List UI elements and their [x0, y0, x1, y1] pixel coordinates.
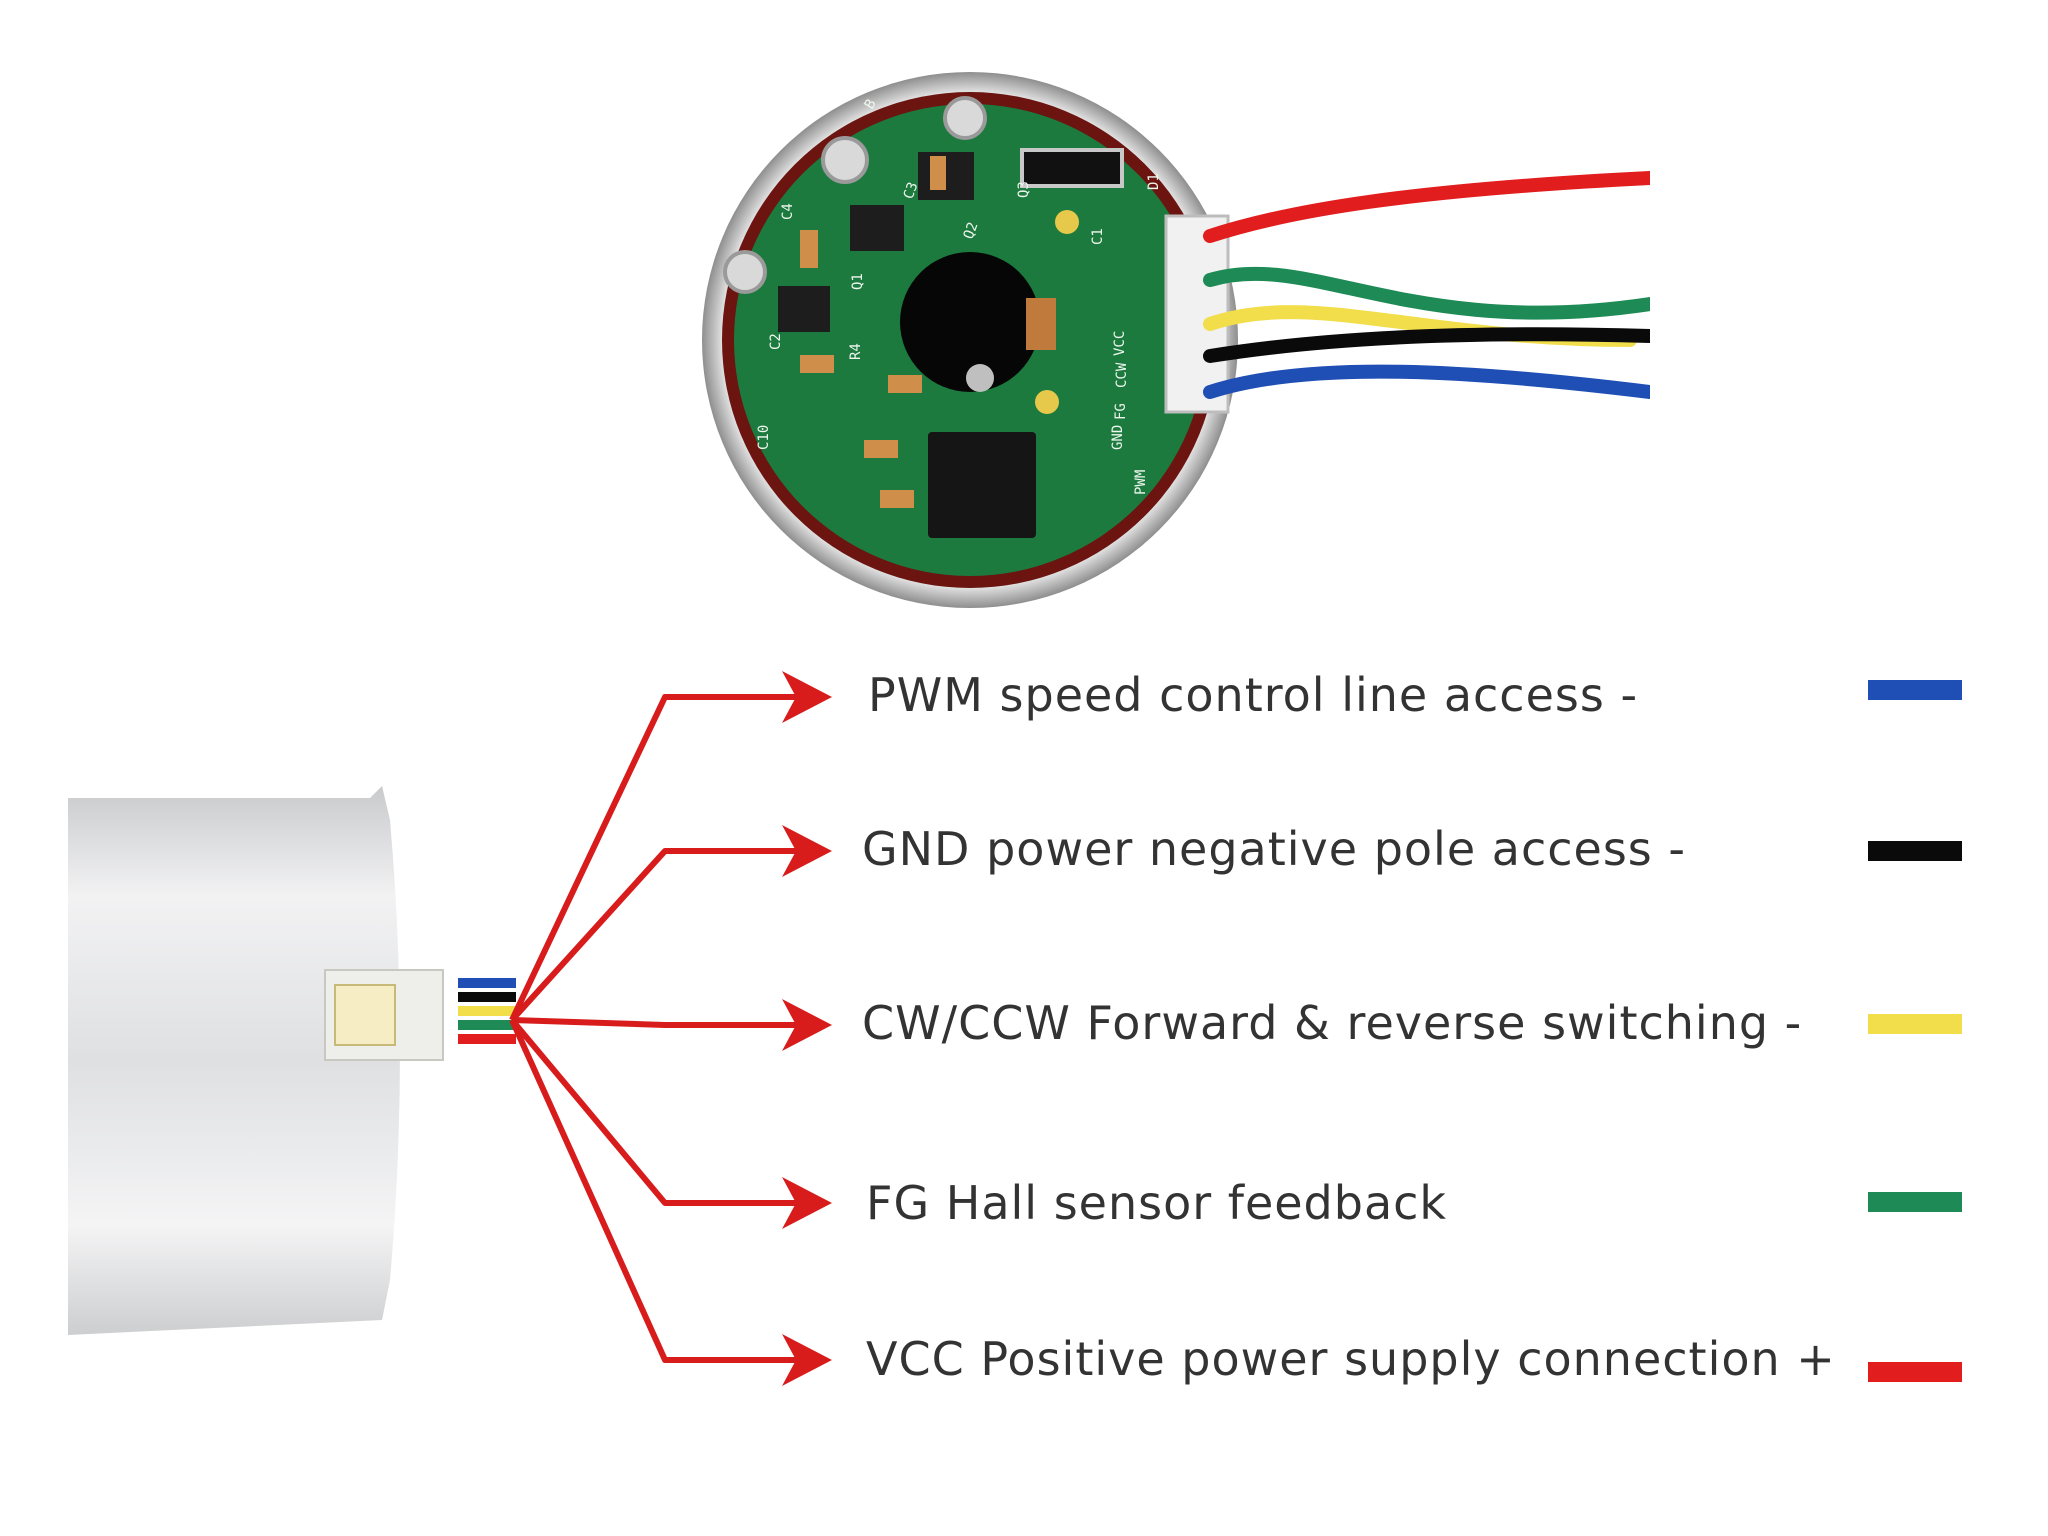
swatch-blue	[1868, 680, 1962, 700]
mosfet-chip	[778, 286, 830, 332]
pcb-wire-black	[1203, 327, 1650, 363]
motor-wire-stack	[458, 978, 516, 1044]
silkscreen-label-c2: C2	[768, 333, 784, 350]
swatch-black	[1868, 841, 1962, 861]
silkscreen-label-q2: Q2	[961, 220, 982, 241]
resistor	[888, 375, 922, 393]
motor-casing	[68, 786, 400, 1335]
swatch-yellow	[1868, 1014, 1962, 1034]
solder-pad	[821, 136, 869, 184]
silkscreen-label-ccw: CCW	[1114, 362, 1130, 388]
controller-chip	[928, 432, 1036, 538]
pcb-wire-green	[1203, 266, 1650, 320]
wire-connector	[1164, 214, 1230, 414]
silkscreen-label-d1: D1	[1146, 173, 1162, 190]
motor-wire-green	[458, 1020, 516, 1030]
wire-label-gnd: GND power negative pole access -	[862, 822, 1686, 876]
connector-latch	[334, 984, 396, 1046]
pcb-wire-red	[1203, 171, 1650, 243]
silkscreen-label-vcc: VCC	[1112, 331, 1128, 356]
shaft-pad	[966, 364, 994, 392]
pcb-wire-blue	[1203, 364, 1650, 399]
resistor	[930, 156, 946, 190]
diode	[1020, 148, 1124, 188]
wire-label-pwm: PWM speed control line access -	[868, 668, 1639, 722]
silkscreen-label-c4: C4	[780, 203, 796, 220]
motor-wire-yellow	[458, 1006, 516, 1016]
silkscreen-label-gnd: GND	[1110, 425, 1126, 450]
silkscreen-label-r4: R4	[848, 343, 864, 360]
arrow-cw-ccw	[511, 999, 832, 1051]
arrow-fg	[509, 1018, 832, 1229]
shaft-hole	[900, 252, 1040, 392]
motor-wire-blue	[458, 978, 516, 988]
swatch-red	[1868, 1362, 1962, 1382]
arrow-gnd	[509, 825, 832, 1023]
wire-label-cw-ccw: CW/CCW Forward & reverse switching -	[862, 996, 1803, 1050]
silkscreen-label-pwm: PWM	[1133, 470, 1149, 495]
arrow-vcc	[509, 1018, 832, 1386]
silkscreen-label-fg: FG	[1113, 403, 1129, 420]
silkscreen-label-c1: C1	[1090, 228, 1106, 245]
resistor	[864, 440, 898, 458]
capacitor	[1026, 298, 1056, 350]
wire-label-fg: FG Hall sensor feedback	[866, 1176, 1448, 1230]
silkscreen-label-q1: Q1	[850, 273, 866, 290]
pcb-wire-bundle	[1203, 171, 1650, 399]
wire-label-vcc: VCC Positive power supply connection +	[866, 1332, 1836, 1386]
silkscreen-label-q3: Q3	[1016, 181, 1032, 198]
motor-body-illustration	[68, 786, 516, 1335]
capacitor	[800, 230, 818, 268]
motor-wire-black	[458, 992, 516, 1002]
solder-pad	[723, 250, 767, 294]
motor-wire-red	[458, 1034, 516, 1044]
arrow-pwm	[509, 671, 832, 1022]
solder-pad	[1035, 390, 1059, 414]
resistor	[800, 355, 834, 373]
silkscreen-label-c10: C10	[756, 425, 772, 450]
resistor	[880, 490, 914, 508]
mosfet-chip	[850, 205, 904, 251]
silkscreen-label-c3: C3	[901, 180, 922, 201]
solder-pad	[1055, 210, 1079, 234]
swatch-green	[1868, 1192, 1962, 1212]
solder-pad	[943, 96, 987, 140]
